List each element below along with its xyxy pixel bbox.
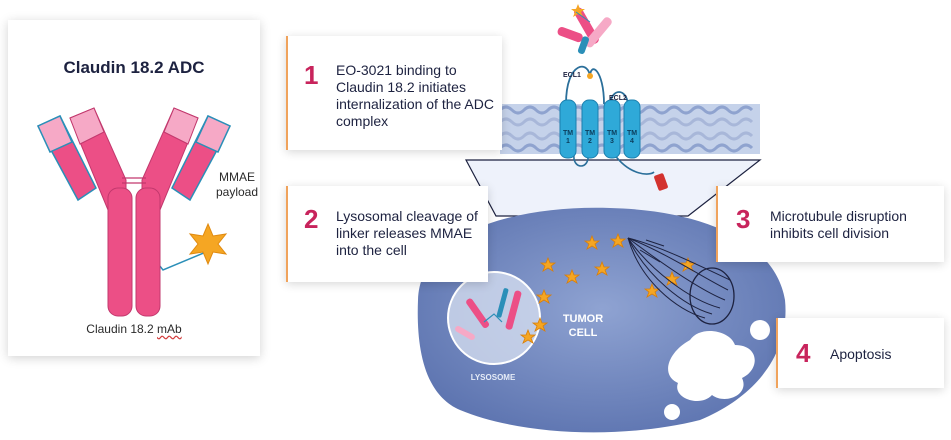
mmae-payload-star-icon — [188, 222, 228, 266]
step-number-4: 4 — [796, 338, 811, 368]
apoptosis-blebs — [664, 320, 770, 420]
step-number-1: 1 — [304, 60, 319, 90]
antibody-left-arm — [36, 107, 127, 211]
step-number-3: 3 — [736, 204, 751, 234]
step-card-4: 4 Apoptosis — [776, 318, 944, 388]
ecl2-label: ECL2 — [609, 95, 627, 102]
step-text-3: Microtubule disruption inhibits cell div… — [770, 208, 907, 241]
step-text-2: Lysosomal cleavage of linker releases MM… — [336, 208, 478, 258]
adc-panel-title: Claudin 18.2 ADC — [63, 58, 205, 77]
lysosome-label: LYSOSOME — [470, 373, 516, 382]
step-number-2: 2 — [304, 204, 319, 234]
intracellular-tag — [654, 173, 668, 191]
lysosome — [447, 271, 541, 365]
mmae-payload-label: MMAE payload — [215, 170, 259, 199]
binding-site-dot — [587, 73, 593, 79]
lysosome-antibody-fragments — [455, 288, 522, 340]
step-text-1: EO-3021 binding to Claudin 18.2 initiate… — [336, 62, 494, 129]
step-text-4: Apoptosis — [830, 346, 892, 362]
step-card-2: 2 Lysosomal cleavage of linker releases … — [286, 186, 488, 282]
microtubule-spindle — [627, 237, 735, 325]
adc-antibody-illustration — [36, 107, 232, 317]
tumor-cell-scene — [417, 4, 786, 433]
claudin-mab-label: Claudin 18.2 mAb — [86, 322, 182, 336]
antibody-stem — [107, 187, 161, 317]
ecl1-label: ECL1 — [563, 72, 581, 79]
released-mmae-star-icons — [519, 232, 697, 344]
adc-panel: Claudin 18.2 ADC MMAE payload — [8, 20, 260, 356]
step-card-1: 1 EO-3021 binding to Claudin 18.2 initia… — [286, 36, 502, 150]
binding-adc — [557, 4, 612, 54]
transmembrane-helices — [559, 99, 641, 159]
step-card-3: 3 Microtubule disruption inhibits cell d… — [716, 186, 944, 262]
